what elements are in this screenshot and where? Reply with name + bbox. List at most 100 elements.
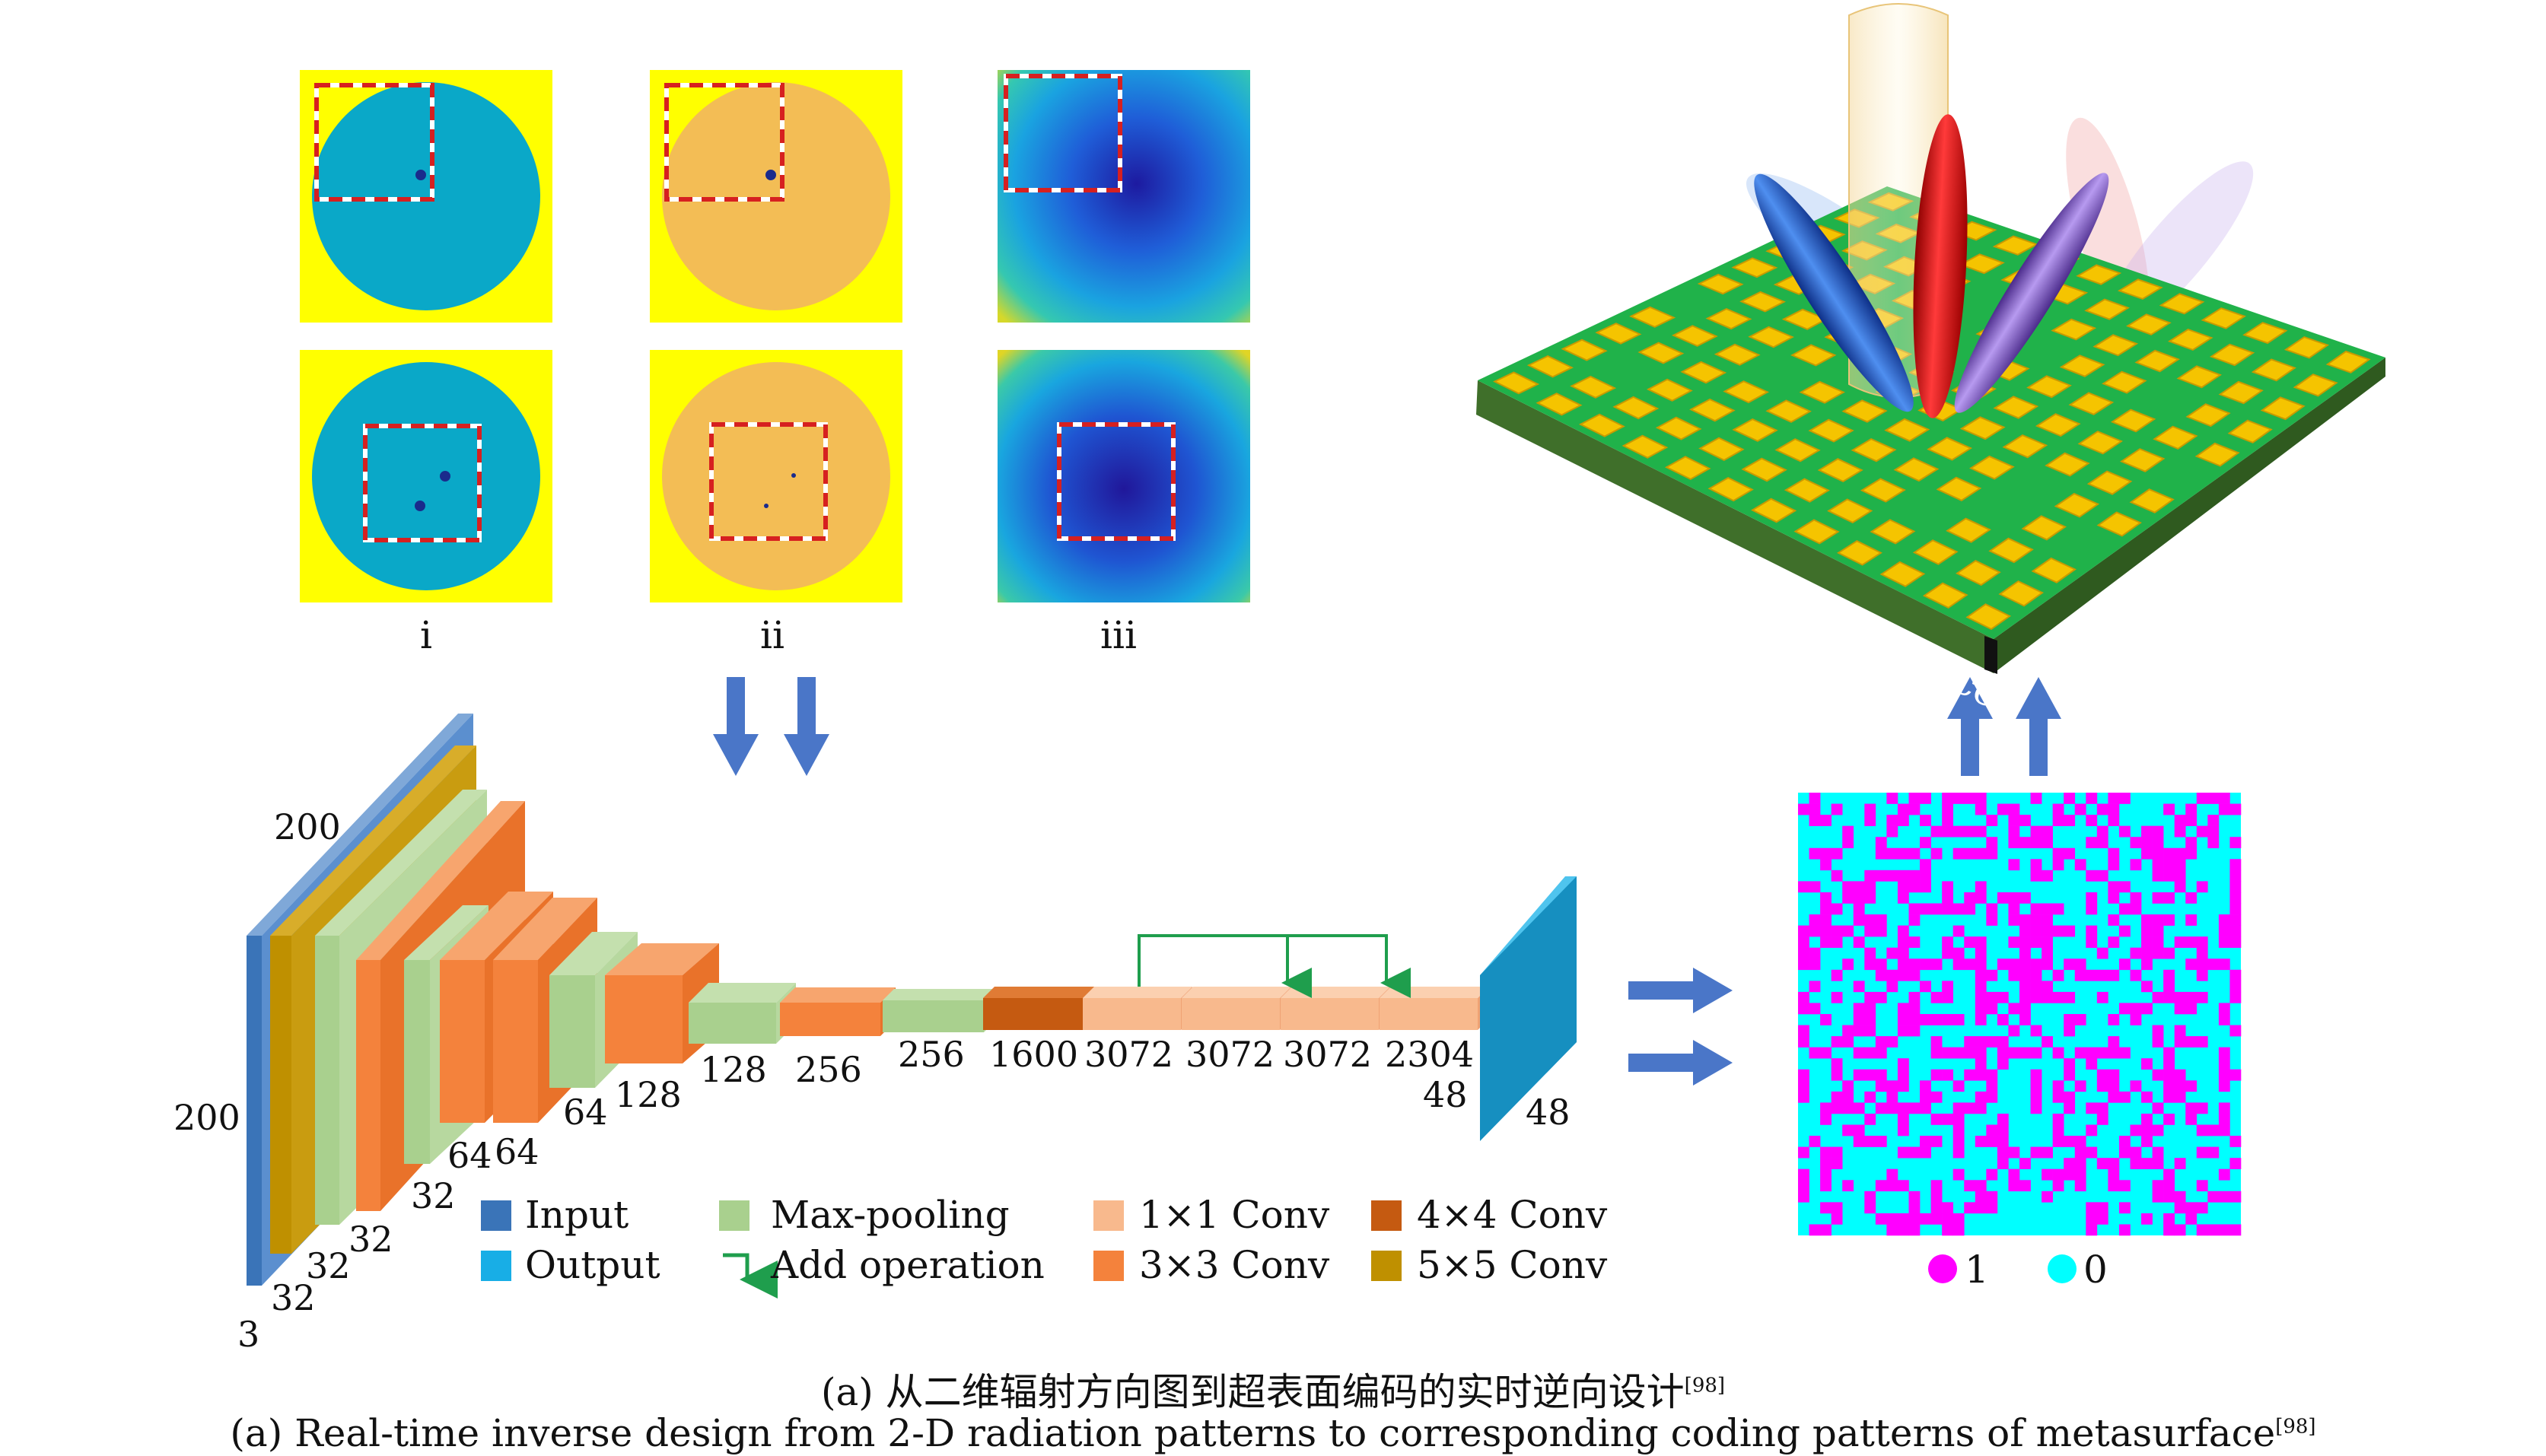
metasurface-unit-cell xyxy=(1793,519,1840,545)
coding-cell xyxy=(1842,958,1854,971)
coding-cell xyxy=(2108,815,2120,826)
coding-cell xyxy=(1897,869,1909,882)
coding-cell xyxy=(1964,936,1976,948)
legend-label-maxpool: Max-pooling xyxy=(771,1193,1010,1237)
coding-cell xyxy=(2042,1146,2053,1159)
coding-cell xyxy=(2118,1003,2131,1015)
metasurface-unit-cell xyxy=(1765,399,1812,423)
coding-cell xyxy=(2163,1180,2175,1192)
coding-cell xyxy=(2218,1102,2230,1114)
dim-3072-a: 3072 xyxy=(1084,1034,1173,1075)
coding-cell xyxy=(2019,892,2031,904)
coding-cell xyxy=(1986,1003,1998,1015)
dim-48-a: 48 xyxy=(1423,1074,1468,1115)
coding-cell xyxy=(1975,936,1987,948)
coding-cell xyxy=(2229,1191,2242,1203)
coding-cell xyxy=(2108,859,2120,871)
coding-cell xyxy=(1930,1036,1943,1047)
coding-cell xyxy=(1930,1091,1943,1103)
up-arrow-icon xyxy=(2016,677,2061,776)
coding-cell xyxy=(2052,847,2064,860)
coding-cell xyxy=(2118,925,2131,937)
coding-cell xyxy=(2185,1036,2198,1047)
dim-128-b: 128 xyxy=(700,1049,767,1090)
coding-cell xyxy=(2130,1014,2142,1025)
coding-cell xyxy=(1897,803,1909,815)
coding-cell xyxy=(2185,1113,2198,1125)
coding-cell xyxy=(1864,1202,1876,1214)
coding-cell xyxy=(1820,1202,1832,1214)
coding-cell xyxy=(2185,1080,2198,1092)
coding-cell xyxy=(2130,903,2142,915)
metasurface-unit-cell xyxy=(2134,349,2181,373)
coding-cell xyxy=(1842,1180,1854,1192)
coding-cell xyxy=(2152,947,2164,959)
coding-cell xyxy=(1798,936,1809,948)
coding-cell xyxy=(1942,825,1953,838)
coding-cell xyxy=(1942,936,1953,948)
coding-cell xyxy=(2152,914,2164,926)
panel-label-i: i xyxy=(420,613,432,657)
caption-english: (a) Real-time inverse design from 2-D ra… xyxy=(0,1411,2546,1455)
coding-cell xyxy=(2074,859,2086,871)
metasurface-unit-cell xyxy=(1927,437,1973,461)
coding-cell xyxy=(1975,1102,1987,1114)
coding-cell xyxy=(2086,815,2098,826)
coding-cell xyxy=(2086,1047,2098,1059)
coding-cell xyxy=(2141,1158,2153,1169)
coding-cell xyxy=(2108,1091,2120,1103)
coding-cell xyxy=(1920,869,1931,882)
coding-cell xyxy=(2229,859,2242,871)
coding-cell xyxy=(2108,803,2120,815)
metasurface-unit-cell xyxy=(2076,264,2122,285)
layer-legend: Input Max-pooling 1×1 Conv 4×4 Conv Outp… xyxy=(481,1193,1608,1299)
coding-cell xyxy=(1864,1113,1876,1125)
coding-cell xyxy=(1875,1136,1887,1147)
coding-cell xyxy=(1864,1047,1876,1059)
coding-cell xyxy=(1831,936,1843,948)
coding-cell xyxy=(1930,1047,1943,1059)
metasurface-unit-cell xyxy=(2126,313,2172,335)
coding-cell xyxy=(1975,881,1987,893)
coding-cell xyxy=(2096,1047,2108,1059)
legend-label-conv1x1: 1×1 Conv xyxy=(1139,1193,1330,1237)
coding-cell xyxy=(1920,793,1931,804)
coding-cell xyxy=(2019,914,2031,926)
metasurface-unit-cell xyxy=(1998,580,2044,607)
add-operation-connections xyxy=(1138,934,1411,998)
coding-cell xyxy=(2030,869,2042,882)
coding-cell xyxy=(1875,837,1887,849)
coding-cell xyxy=(1886,825,1898,838)
coding-cell xyxy=(2196,1124,2208,1137)
coding-cell xyxy=(2052,1124,2064,1137)
coding-cell xyxy=(2163,914,2175,926)
coding-cell xyxy=(2141,1091,2153,1103)
metasurface-unit-cell xyxy=(1612,396,1660,420)
metasurface-unit-cell xyxy=(1774,438,1821,463)
coding-cell xyxy=(2196,1146,2208,1159)
coding-cell xyxy=(1942,1113,1953,1125)
coding-cell xyxy=(1875,1213,1887,1225)
metasurface-unit-cell xyxy=(2218,380,2264,405)
coding-cell xyxy=(2096,947,2108,959)
dim-32-a: 32 xyxy=(271,1277,316,1318)
coding-cell xyxy=(1986,837,1998,849)
coding-cell xyxy=(2229,1025,2242,1037)
coding-cell xyxy=(1997,1113,2009,1125)
coding-cell xyxy=(1975,958,1987,971)
coding-cell xyxy=(2152,1146,2164,1159)
coding-cell xyxy=(2064,1158,2076,1169)
coding-cell xyxy=(2108,936,2120,948)
metasurface-unit-cell xyxy=(1790,344,1837,367)
coding-cell xyxy=(2152,1102,2164,1114)
metasurface-unit-cell xyxy=(1936,476,1982,501)
coding-cell xyxy=(1864,881,1876,893)
coding-cell xyxy=(1964,1102,1976,1114)
coding-cell xyxy=(2019,1180,2031,1192)
coding-cell xyxy=(2074,1146,2086,1159)
coding-cell xyxy=(2207,1224,2220,1236)
pattern-panel-i-top xyxy=(300,70,552,323)
coding-cell xyxy=(2064,958,2076,971)
coding-cell xyxy=(1864,958,1876,971)
metasurface-unit-cell xyxy=(2251,358,2296,382)
